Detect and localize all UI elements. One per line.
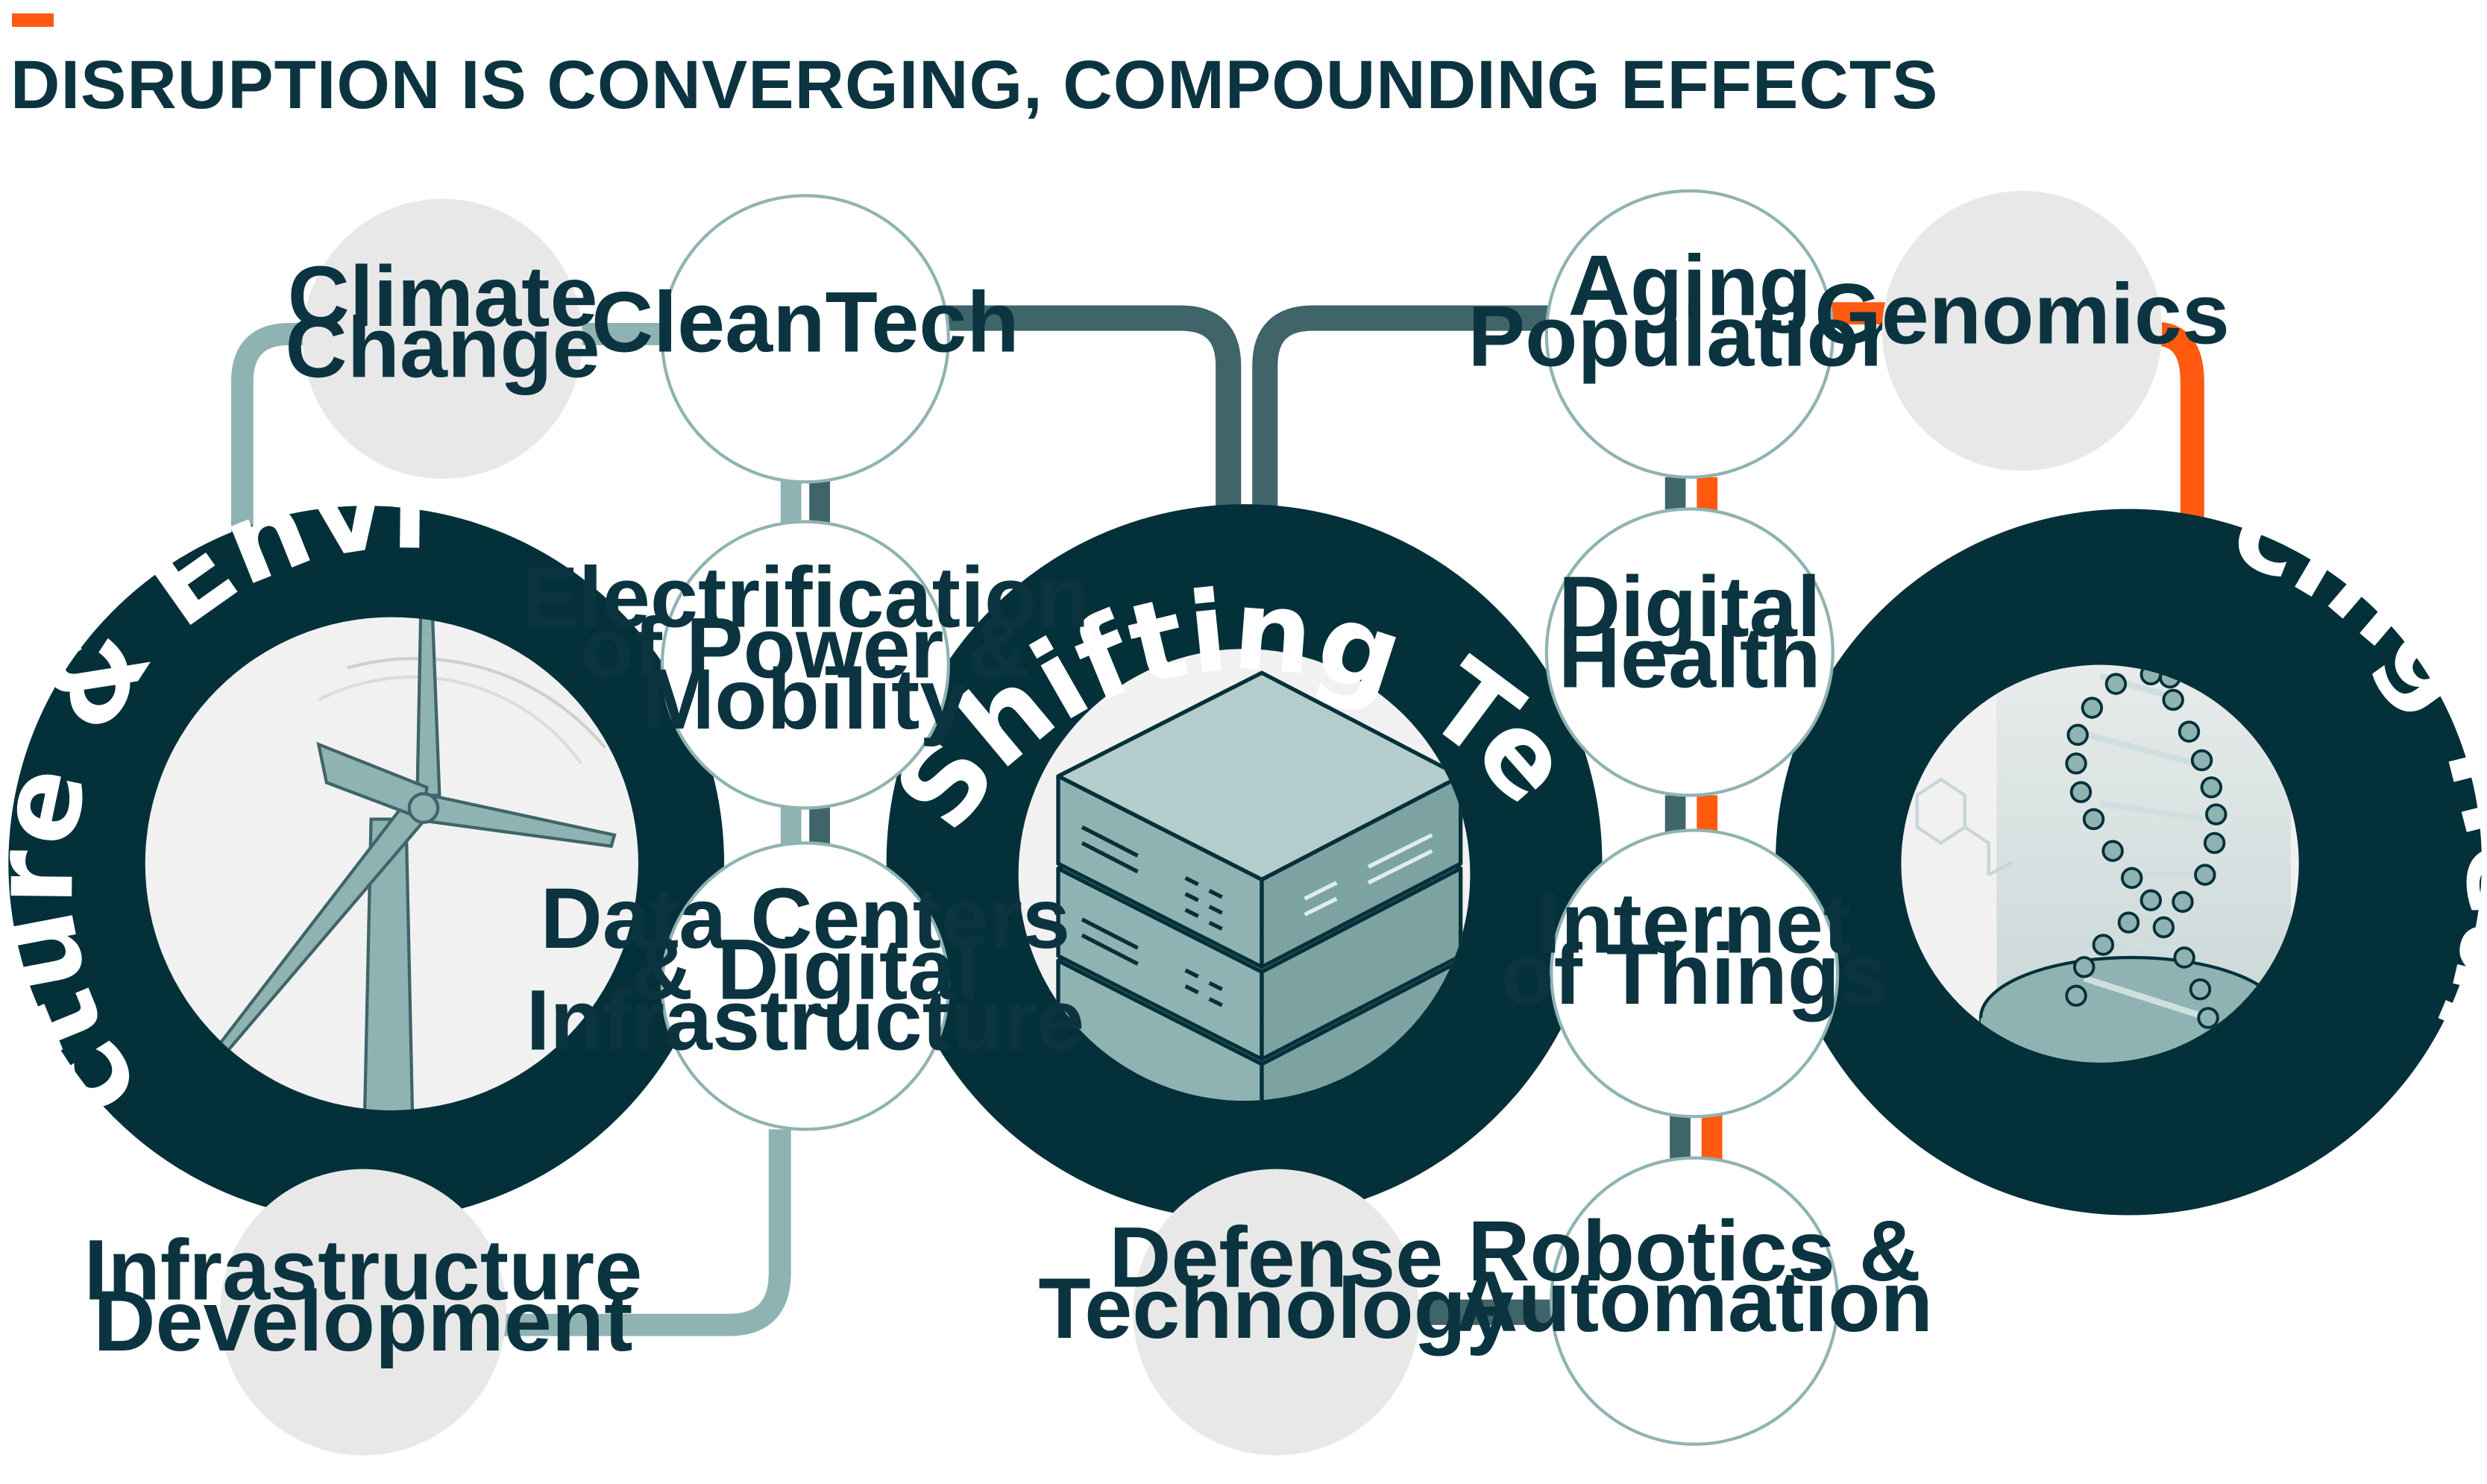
connector-cleantech-to-tech-hub <box>946 305 1242 525</box>
electrification-label-line: Mobility <box>643 652 967 747</box>
server-stack-icon <box>1056 670 1463 1101</box>
wind-turbine-icon <box>213 617 617 1110</box>
node-cleantech-label: CleanTech <box>591 274 1019 370</box>
cleantech-label-line: CleanTech <box>591 274 1019 370</box>
data-centers-label-line: & Digital <box>631 922 979 1017</box>
electrification-label-line: Electrification <box>521 550 1090 645</box>
climate-change-label-line: Change <box>285 300 600 395</box>
connector-genomics-to-health-hub <box>2158 321 2204 518</box>
connector-datacenters-infradev <box>501 1129 791 1336</box>
climate-change-label-line: Climate <box>288 249 598 345</box>
node-genomics: Genomics <box>1814 190 2230 471</box>
connector-aging-to-tech-hub <box>1252 305 1552 525</box>
node-genomics-label: Genomics <box>1814 267 2230 362</box>
connector-lines <box>230 302 2204 1336</box>
page-title: DISRUPTION IS CONVERGING, COMPOUNDING EF… <box>10 47 1939 123</box>
aging-population-label-line: Aging <box>1568 238 1811 333</box>
defense-label-line: Technology <box>1038 1261 1514 1356</box>
robotics-label-line: Automation <box>1456 1254 1933 1350</box>
aging-population-label-line: Population <box>1468 289 1911 385</box>
robotics-label-line: Robotics & <box>1468 1204 1921 1299</box>
node-cleantech: CleanTech <box>591 194 1019 484</box>
infrastructure-development-label-line: Development <box>93 1274 632 1369</box>
digital-health-label-line: Health <box>1559 610 1821 705</box>
infrastructure-development-label-line: Infrastructure <box>84 1223 643 1318</box>
node-robotics-automation-label: Robotics &Automation <box>1456 1204 1933 1350</box>
digital-health-label-line: Digital <box>1559 559 1821 655</box>
node-robotics-automation: Robotics &Automation <box>1456 1156 1933 1446</box>
title-accent-bar <box>12 13 54 27</box>
internet-of-things-label-line: of Things <box>1501 927 1887 1022</box>
defense-label-line: Defense <box>1109 1210 1443 1306</box>
internet-of-things-label-line: Internet <box>1537 876 1852 972</box>
data-centers-label-line: Data Centers <box>541 871 1070 966</box>
connector-climate-to-infra-hub <box>230 322 311 533</box>
electrification-label-line: of Power & <box>581 601 1029 697</box>
genomics-label-line: Genomics <box>1814 267 2230 362</box>
data-centers-label-line: Infrastructure <box>526 973 1085 1069</box>
